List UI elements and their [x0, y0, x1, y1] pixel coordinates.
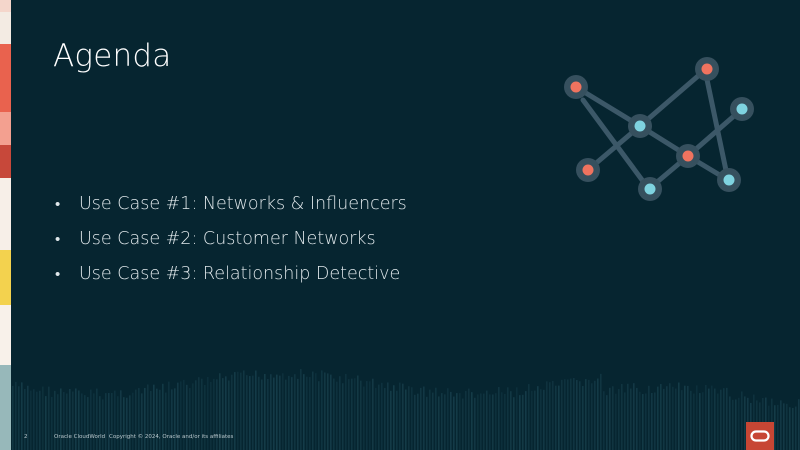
footer-brand: Oracle CloudWorld — [54, 434, 106, 440]
agenda-item: • Use Case #2: Customer Networks — [55, 221, 407, 256]
agenda-item-label: Use Case #1: Networks & Influencers — [79, 193, 407, 214]
bullet-dot: • — [55, 194, 61, 213]
bottom-bar-pattern — [12, 369, 800, 450]
agenda-item: • Use Case #1: Networks & Influencers — [55, 186, 407, 221]
oracle-logo-mark — [750, 430, 770, 442]
network-graph-icon — [564, 57, 754, 201]
left-color-strip — [0, 0, 11, 450]
graph-nodes — [564, 57, 754, 201]
oracle-logo-icon — [746, 422, 774, 450]
agenda-item-label: Use Case #2: Customer Networks — [79, 228, 376, 249]
slide-title: Agenda — [53, 38, 172, 74]
footer-copyright: Copyright © 2024, Oracle and/or its affi… — [109, 434, 234, 440]
agenda-item-label: Use Case #3: Relationship Detective — [79, 263, 401, 284]
page-number: 2 — [24, 434, 28, 440]
bullet-dot: • — [55, 264, 61, 283]
agenda-item: • Use Case #3: Relationship Detective — [55, 256, 407, 291]
agenda-list: • Use Case #1: Networks & Influencers • … — [55, 186, 407, 291]
bullet-dot: • — [55, 229, 61, 248]
